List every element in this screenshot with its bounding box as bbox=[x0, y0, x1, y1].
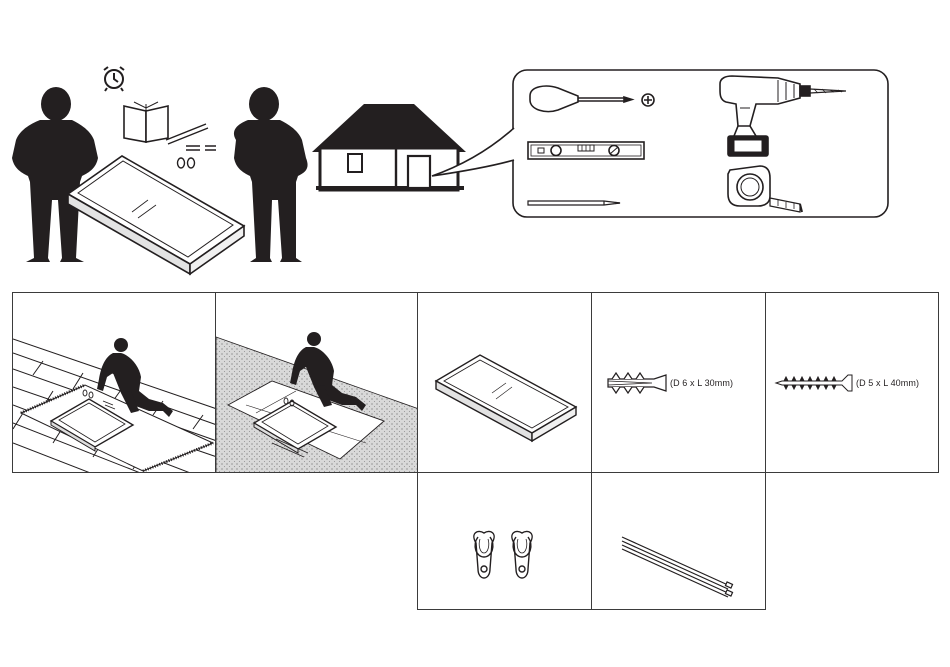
person-icon bbox=[12, 87, 98, 262]
house-icon bbox=[312, 104, 466, 190]
part-hanging-bracket bbox=[417, 472, 592, 610]
install-on-roof-panel bbox=[12, 292, 216, 473]
d-ring-icon bbox=[512, 531, 532, 578]
person-icon bbox=[234, 87, 308, 262]
header-illustration bbox=[0, 0, 950, 285]
part-screw: (D 5 x L 40mm) bbox=[765, 292, 939, 473]
part-cable-tie bbox=[591, 472, 766, 610]
part-mirror-frame bbox=[417, 292, 592, 473]
mirror-frame-preview bbox=[68, 156, 244, 274]
parts-preview-icon bbox=[166, 124, 216, 168]
manual-book-icon bbox=[124, 102, 168, 142]
d-ring-icon bbox=[474, 531, 494, 578]
part-wall-plug: (D 6 x L 30mm) bbox=[591, 292, 766, 473]
alarm-clock-icon bbox=[104, 67, 124, 91]
part-spec: (D 5 x L 40mm) bbox=[856, 378, 919, 388]
install-on-floor-panel bbox=[215, 292, 418, 473]
part-spec: (D 6 x L 30mm) bbox=[670, 378, 733, 388]
spirit-level-icon bbox=[528, 142, 644, 159]
pencil-icon bbox=[528, 201, 620, 205]
